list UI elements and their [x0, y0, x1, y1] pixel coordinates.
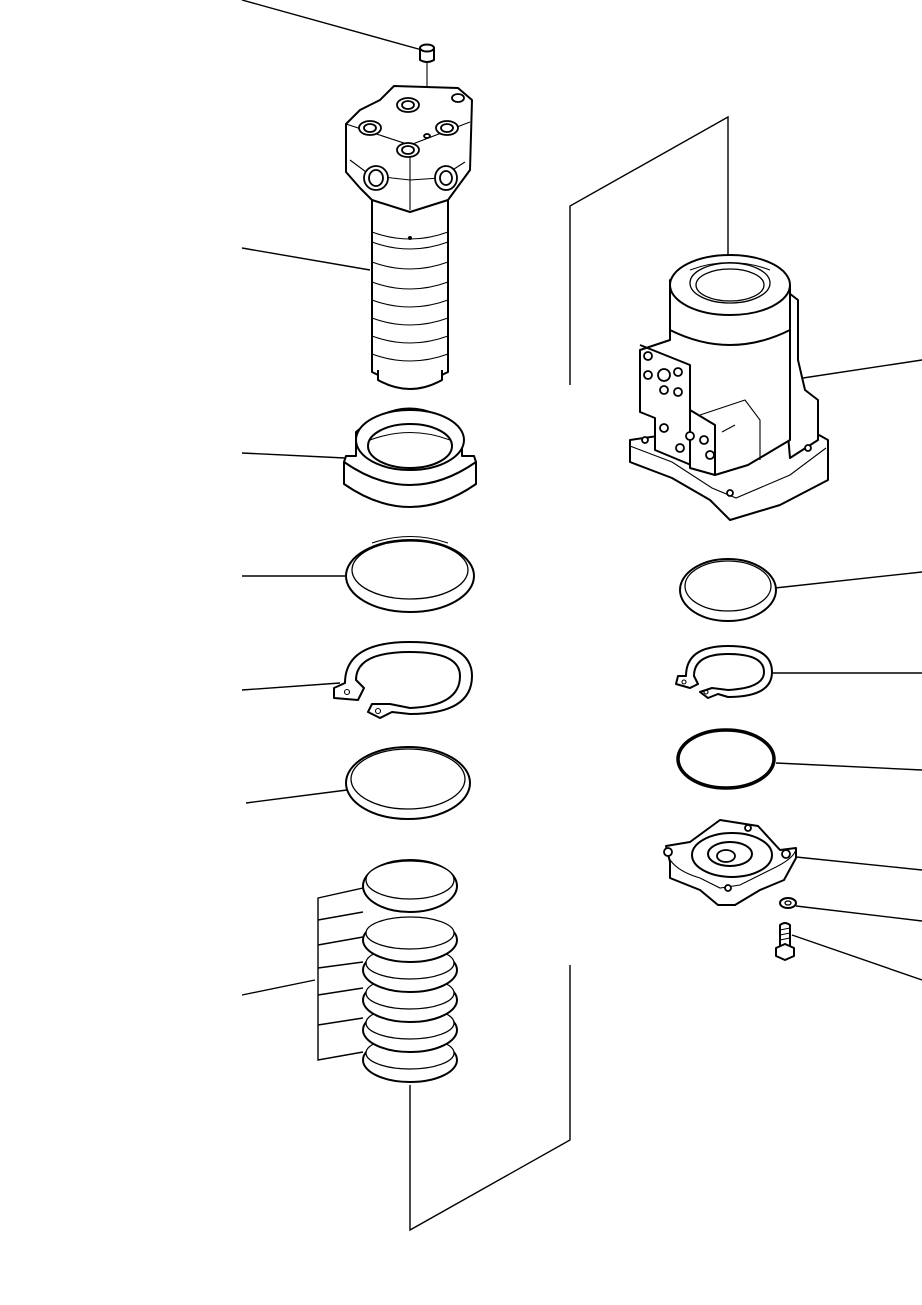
cover-icon — [663, 819, 797, 906]
swivel-case-icon — [629, 254, 829, 521]
thrust-plate-icon — [343, 407, 477, 508]
washer-icon — [779, 897, 797, 909]
leader-lines-left — [241, 0, 423, 996]
dust-seal-ring-icon — [345, 536, 475, 613]
right-snap-ring-icon — [675, 645, 773, 699]
leader-lines-right — [772, 359, 922, 981]
right-seal-ring-icon — [679, 558, 777, 622]
bolt-icon — [775, 922, 795, 961]
swivel-rotor-icon — [345, 85, 473, 390]
plug-screw-icon — [419, 43, 435, 140]
slipper-seal-stack-icon — [317, 859, 458, 1083]
backup-ring-icon — [345, 746, 471, 820]
o-ring-icon — [676, 728, 776, 790]
assembly-bracket-line — [409, 115, 729, 1232]
snap-ring-icon — [333, 641, 473, 719]
